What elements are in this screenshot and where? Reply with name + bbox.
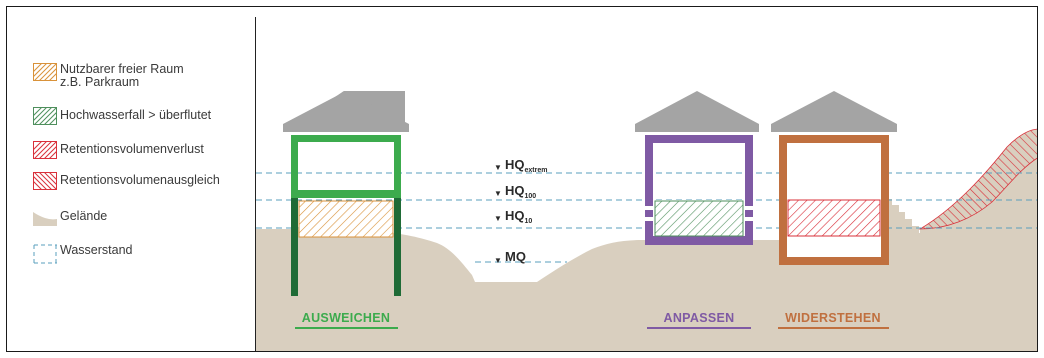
wall-left [645,135,653,245]
legend-label-flooded: Hochwasserfall > überflutet [60,108,212,122]
ceiling [645,135,753,143]
wall-left [291,135,298,197]
level-sub: 100 [525,193,537,200]
stilt-right [394,198,401,296]
level-marker-icon: ▼ [494,189,502,198]
level-marker-icon: ▼ [494,256,502,265]
wall-right [881,135,889,264]
house-ausweichen [283,91,409,296]
hatch-red-swatch-icon [33,141,57,159]
strategy-label-ausweichen: AUSWEICHEN [302,311,390,325]
legend-label-terrain: Gelände [60,209,108,223]
hatch-green-swatch-icon [33,107,57,125]
level-sub: 10 [525,218,533,225]
floor-slab [779,257,889,265]
legend-item-terrain: Gelände [33,208,107,226]
underline [647,327,751,329]
roof-eave [635,124,759,132]
flooded-space-hatch [654,200,744,237]
level-base: HQ [505,157,525,172]
ceiling [291,135,401,142]
roof [635,91,759,124]
legend-item-flooded: Hochwasserfall > überflutet [33,107,211,125]
wall-left [779,135,787,264]
underline [295,327,398,329]
legend-label-water-level: Wasserstand [60,243,133,257]
panel-divider [255,17,256,351]
wall-right [394,135,401,197]
level-label-hq-extrem: ▼ HQextrem [494,157,547,174]
svg-text:HQextrem: HQextrem [505,157,547,174]
stepped-embankment [885,199,922,240]
strategy-label-anpassen: ANPASSEN [664,311,735,325]
wall-opening [745,217,753,221]
level-label-hq100: ▼ HQ100 [494,183,536,200]
level-sub: extrem [525,167,548,174]
house-widerstehen [771,91,897,265]
hill-retention-compensation [918,128,1037,230]
level-base: HQ [505,183,525,198]
legend-item-water-level: Wasserstand [33,243,132,265]
wall-opening [645,217,653,221]
label-ausweichen: AUSWEICHEN [295,311,398,329]
strategy-label-widerstehen: WIDERSTEHEN [785,311,881,325]
legend-label-retention-loss: Retentionsvolumenverlust [60,142,204,156]
level-label-mq: ▼ MQ [494,249,526,265]
underline [778,327,889,329]
retention-loss-hatch [787,199,881,237]
legend-label-retention-compensation: Retentionsvolumenausgleich [60,173,220,187]
hatch-orange-swatch-icon [33,63,57,81]
stilt-left [291,198,298,296]
floor-slab [645,236,753,245]
flood-strategy-diagram: ▼ HQextrem ▼ HQ100 ▼ HQ10 ▼ MQ [256,91,1037,351]
usable-space-hatch [298,200,394,238]
legend-item-usable-space: Nutzbarer freier Raum z.B. Parkraum [33,63,184,89]
level-label-hq10: ▼ HQ10 [494,208,532,225]
terrain-swatch-icon [33,212,57,226]
level-base: HQ [505,208,525,223]
legend-item-retention-loss: Retentionsvolumenverlust [33,141,204,159]
level-marker-icon: ▼ [494,214,502,223]
roof-eave [283,124,409,132]
label-anpassen: ANPASSEN [647,311,751,329]
roof-eave [771,124,897,132]
svg-text:HQ100: HQ100 [505,183,536,200]
label-widerstehen: WIDERSTEHEN [778,311,889,329]
terrain [256,229,767,351]
floor-slab [291,190,401,198]
legend-label-usable-space: Nutzbarer freier Raum z.B. Parkraum [60,62,184,89]
dashed-water-swatch-icon [33,244,57,264]
legend-item-retention-compensation: Retentionsvolumenausgleich [33,172,220,190]
wall-opening [645,206,653,210]
roof [771,91,897,124]
hatch-red-back-swatch-icon [33,172,57,190]
diagram-frame: Nutzbarer freier Raum z.B. Parkraum Hoch… [6,6,1038,352]
wall-opening [745,206,753,210]
house-anpassen [635,91,759,245]
level-base: MQ [505,249,526,264]
level-marker-icon: ▼ [494,163,502,172]
svg-text:HQ10: HQ10 [505,208,532,225]
wall-right [745,135,753,245]
ceiling [779,135,889,143]
